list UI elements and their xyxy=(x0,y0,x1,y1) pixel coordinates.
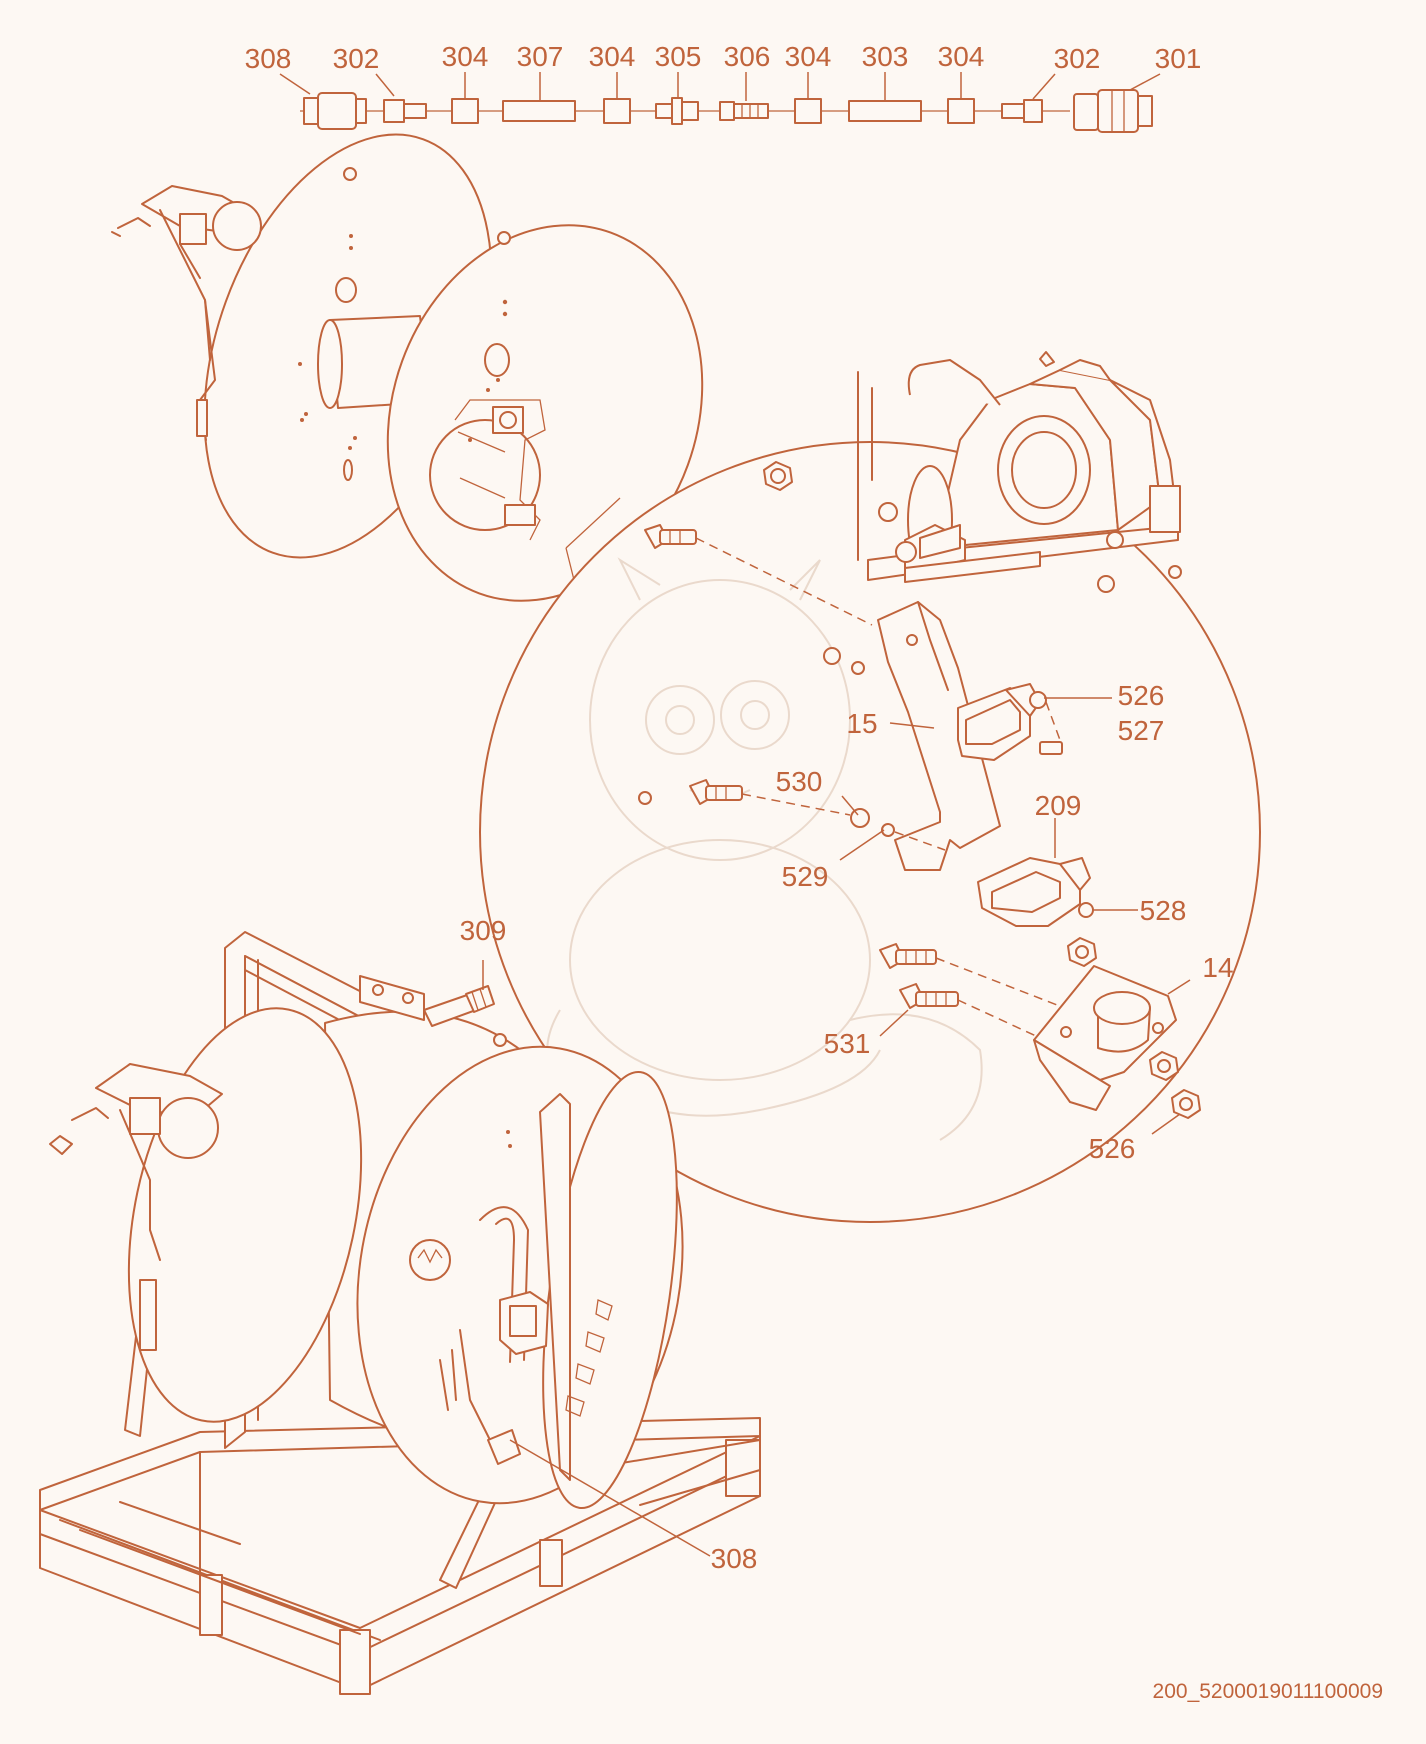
label-15: 15 xyxy=(846,708,877,739)
label-308-top: 308 xyxy=(245,43,292,74)
hose-assembly-group xyxy=(279,72,1161,133)
label-302-top-left: 302 xyxy=(333,43,380,74)
label-527: 527 xyxy=(1118,715,1165,746)
label-302-top-right: 302 xyxy=(1054,43,1101,74)
label-306: 306 xyxy=(724,41,771,72)
label-529: 529 xyxy=(782,861,829,892)
label-304-c: 304 xyxy=(785,41,832,72)
label-526-upper: 526 xyxy=(1118,680,1165,711)
drawing-code: 200_5200019011100009 xyxy=(1153,1680,1383,1703)
label-308-bottom: 308 xyxy=(711,1543,758,1574)
label-304-d: 304 xyxy=(938,41,985,72)
label-14: 14 xyxy=(1202,952,1233,983)
label-307: 307 xyxy=(517,41,564,72)
label-526-lower: 526 xyxy=(1089,1133,1136,1164)
assembled-reel-group xyxy=(39,931,761,1695)
label-528: 528 xyxy=(1140,895,1187,926)
label-530: 530 xyxy=(776,766,823,797)
label-531: 531 xyxy=(824,1028,871,1059)
label-305: 305 xyxy=(655,41,702,72)
label-304-a: 304 xyxy=(442,41,489,72)
exploded-reel-group xyxy=(111,133,704,602)
label-304-b: 304 xyxy=(589,41,636,72)
detail-magnifier xyxy=(479,351,1261,1223)
callout-labels: 308 302 304 307 304 305 306 304 303 304 … xyxy=(245,41,1234,1574)
label-303: 303 xyxy=(862,41,909,72)
brace-logo-icon xyxy=(565,1299,613,1417)
label-301: 301 xyxy=(1155,43,1202,74)
label-209: 209 xyxy=(1035,790,1082,821)
label-309: 309 xyxy=(460,915,507,946)
